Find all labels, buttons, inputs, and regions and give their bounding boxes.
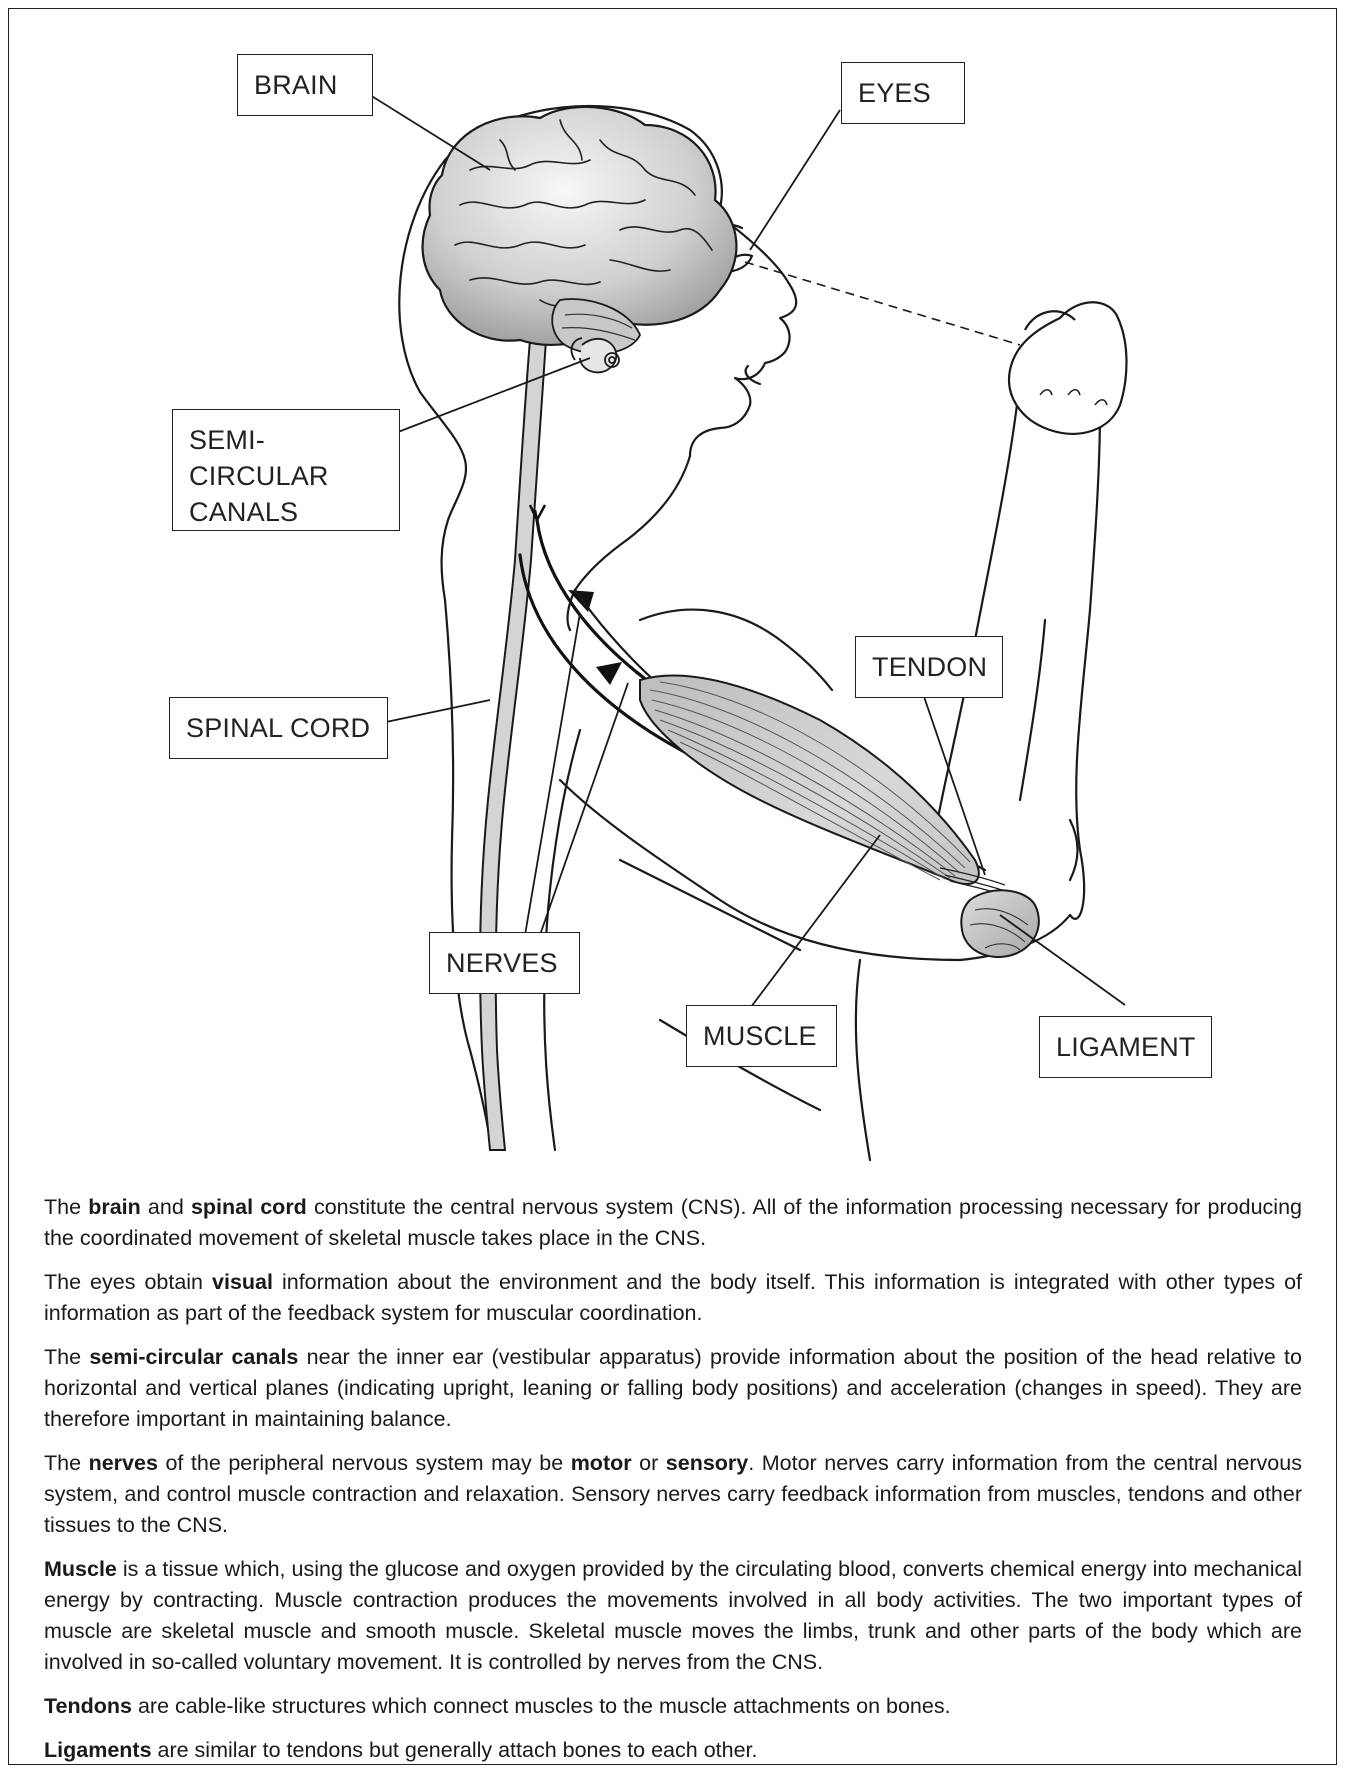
line-of-sight [745, 262, 1020, 345]
text-run: The [44, 1345, 89, 1369]
bold-term: Tendons [44, 1694, 132, 1718]
bold-term: visual [212, 1270, 273, 1294]
bold-term: spinal cord [191, 1195, 307, 1219]
label-eyes: EYES [841, 62, 965, 124]
text-run: or [632, 1451, 666, 1475]
label-nerves: NERVES [429, 932, 580, 994]
paragraph-eyes: The eyes obtain visual information about… [44, 1267, 1302, 1329]
bold-term: sensory [666, 1451, 748, 1475]
bold-term: Ligaments [44, 1738, 152, 1762]
label-muscle: MUSCLE [686, 1005, 837, 1067]
paragraph-muscle: Muscle is a tissue which, using the gluc… [44, 1554, 1302, 1678]
fist [1009, 302, 1126, 434]
label-tendon: TENDON [855, 636, 1003, 698]
bold-term: brain [88, 1195, 141, 1219]
label-spinal-cord: SPINAL CORD [169, 697, 388, 759]
text-run: and [141, 1195, 191, 1219]
spinal-cord [480, 340, 546, 1150]
mouth-line [746, 366, 760, 384]
paragraph-tendons: Tendons are cable-like structures which … [44, 1691, 1302, 1722]
ligament-shape [961, 890, 1039, 957]
paragraph-semi-circular-canals: The semi-circular canals near the inner … [44, 1342, 1302, 1435]
label-semi-circular-canals: SEMI-CIRCULAR CANALS [172, 409, 400, 531]
bold-term: semi-circular canals [89, 1345, 298, 1369]
text-run: are similar to tendons but generally att… [152, 1738, 758, 1762]
text-run: The eyes obtain [44, 1270, 212, 1294]
text-run: The [44, 1451, 89, 1475]
neck-back-outline [420, 392, 490, 1140]
text-run: are cable-like structures which connect … [132, 1694, 951, 1718]
label-ligament: LIGAMENT [1039, 1016, 1212, 1078]
bold-term: Muscle [44, 1557, 117, 1581]
text-run: The [44, 1195, 88, 1219]
anatomy-diagram [0, 0, 1345, 1190]
nerve-arrow-head-up [596, 662, 622, 685]
bold-term: nerves [89, 1451, 158, 1475]
text-run: of the peripheral nervous system may be [158, 1451, 571, 1475]
explanatory-text: The brain and spinal cord constitute the… [44, 1192, 1302, 1779]
text-run: is a tissue which, using the glucose and… [44, 1557, 1302, 1674]
paragraph-cns: The brain and spinal cord constitute the… [44, 1192, 1302, 1254]
paragraph-ligaments: Ligaments are similar to tendons but gen… [44, 1735, 1302, 1766]
label-brain: BRAIN [237, 54, 373, 116]
paragraph-nerves: The nerves of the peripheral nervous sys… [44, 1448, 1302, 1541]
bold-term: motor [571, 1451, 632, 1475]
